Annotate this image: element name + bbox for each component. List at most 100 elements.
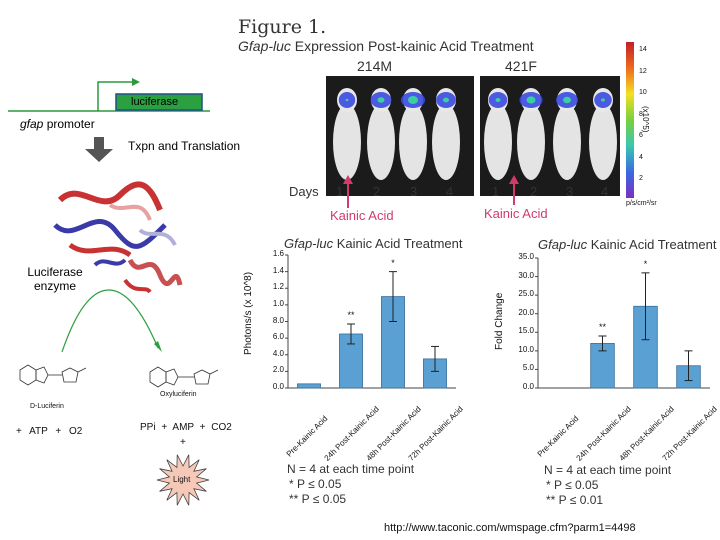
colorbar-gradient: [626, 42, 634, 198]
kainic-label-421f: Kainic Acid: [484, 206, 548, 221]
y-tick-label: 35.0: [518, 252, 534, 261]
significance-label: *: [391, 257, 395, 268]
chart-0-title-gene: Gfap-luc: [284, 236, 334, 251]
mouse-body: [589, 104, 617, 180]
mouse-body: [432, 104, 460, 180]
promoter-label: gfap promoter: [20, 117, 95, 131]
oxyluciferin-structure-image: [149, 366, 219, 388]
reaction-arrowhead: [154, 341, 162, 352]
chart-photons: [285, 254, 456, 389]
mouse-body: [333, 104, 361, 180]
products-label: PPi + AMP + CO2: [140, 422, 232, 433]
chart-1-footnote-p1: * P ≤ 0.05: [546, 478, 599, 492]
day-214m-3: 3: [410, 184, 418, 199]
days-label: Days: [289, 184, 319, 199]
y-tick-label: 0.0: [272, 382, 284, 391]
chart-1-footnote-p2: ** P ≤ 0.01: [546, 493, 604, 507]
chart-1-title-gene: Gfap-luc: [538, 237, 588, 252]
colorbar-unit: (x10^5): [641, 106, 650, 133]
mouse-signal-core: [601, 98, 605, 102]
chart-0-title-rest: Kainic Acid Treatment: [333, 236, 463, 251]
day-214m-2: 2: [373, 184, 381, 199]
y-tick-label: 1.4: [272, 265, 284, 275]
txpn-label: Txpn and Translation: [128, 139, 241, 153]
oxyluciferin-label: Oxyluciferin: [160, 391, 197, 398]
significance-label: **: [598, 322, 606, 332]
promoter-arrowhead: [132, 78, 140, 86]
mouse-signal-core: [563, 96, 571, 104]
chart-1-footnote-n: N = 4 at each time point: [544, 463, 672, 477]
y-tick-label: 1.2: [272, 282, 284, 292]
chart-fold-change: [535, 257, 710, 389]
promoter-gene: gfap: [20, 117, 44, 131]
y-tick-label: 6.0: [272, 332, 284, 342]
strain-label-214m: 214M: [357, 58, 393, 74]
y-tick-label: 0.0: [522, 382, 534, 391]
colorbar-tick-label: 14: [639, 46, 647, 53]
mouse-body: [484, 104, 512, 180]
day-421f-1: 1: [492, 184, 500, 199]
y-tick-label: 25.0: [518, 289, 534, 299]
mouse-signal-core: [345, 98, 349, 102]
significance-label: *: [643, 258, 648, 269]
kainic-arrowhead-214m: [343, 175, 353, 184]
y-tick-label: 8.0: [272, 315, 284, 325]
luciferase-box-label: luciferase: [131, 96, 179, 108]
promoter-arrow: [97, 81, 132, 111]
chart-0-title: Gfap-luc Kainic Acid Treatment: [284, 236, 462, 251]
kainic-arrowhead-421f: [509, 175, 519, 184]
light-label: Light: [173, 475, 191, 484]
colorbar-tick-label: 12: [639, 67, 647, 75]
mouse-signal-core: [495, 98, 501, 102]
chart-1-footnote: N = 4 at each time point * P ≤ 0.05 ** P…: [544, 463, 671, 508]
plus-sign: +: [180, 437, 186, 448]
reactants-label: + ATP + O2: [16, 426, 83, 437]
light-burst: [156, 454, 210, 506]
chart-1-title: Gfap-luc Kainic Acid Treatment: [538, 237, 716, 252]
chart-1-title-rest: Kainic Acid Treatment: [587, 237, 717, 252]
chart-0-footnote-n: N = 4 at each time point: [287, 462, 415, 476]
mouse-body: [367, 104, 395, 180]
luciferin-label: D-Luciferin: [30, 403, 64, 410]
y-tick-label: 15.0: [518, 326, 534, 336]
y-tick-label: 30.0: [518, 270, 534, 280]
figure-subtitle-rest: Expression Post-kainic Acid Treatment: [290, 38, 534, 54]
chart-0-footnote-p1: * P ≤ 0.05: [289, 477, 342, 491]
y-tick-label: 4.0: [272, 348, 284, 358]
y-tick-label: 10.0: [518, 344, 534, 354]
colorbar-tick-label: 10: [639, 89, 647, 96]
chart-0-footnote-p2: ** P ≤ 0.05: [289, 492, 347, 506]
mouse-body: [553, 104, 581, 180]
mouse-signal-core: [526, 96, 536, 104]
y-tick-label: 1.6: [272, 249, 284, 258]
day-421f-2: 2: [530, 184, 538, 199]
luciferase-box: [115, 93, 203, 111]
figure-title: Figure 1.: [238, 16, 327, 38]
kainic-label-214m: Kainic Acid: [330, 208, 394, 223]
source-url[interactable]: http://www.taconic.com/wmspage.cfm?parm1…: [384, 522, 636, 534]
translation-arrow: [85, 137, 113, 162]
y-tick-label: 2.0: [272, 365, 284, 375]
chart-1-ylabel: Fold Change: [494, 292, 505, 350]
chart-0-ylabel: Photons/s (x 10^8): [243, 271, 254, 355]
day-214m-4: 4: [446, 184, 454, 199]
mouse-signal-core: [443, 97, 449, 103]
y-tick-label: 5.0: [522, 363, 534, 373]
bar: [297, 383, 321, 389]
colorbar-tick-label: 4: [639, 153, 643, 161]
y-tick-label: 20.0: [518, 307, 534, 317]
strain-label-421f: 421F: [505, 58, 537, 74]
chart-0-footnote: N = 4 at each time point * P ≤ 0.05 ** P…: [287, 462, 414, 507]
mouse-signal-core: [377, 97, 385, 103]
reaction-curve: [61, 289, 159, 353]
colorbar-tick-label: 2: [639, 175, 643, 182]
colorbar-footer: p/s/cm²/sr: [626, 200, 657, 207]
enzyme-label: Luciferase enzyme: [27, 265, 83, 293]
promoter-rest: promoter: [43, 117, 95, 131]
y-tick-label: 1.0: [272, 298, 284, 308]
day-214m-1: 1: [336, 184, 344, 199]
significance-label: **: [347, 309, 355, 320]
day-421f-3: 3: [566, 184, 574, 199]
mouse-body: [399, 104, 427, 180]
